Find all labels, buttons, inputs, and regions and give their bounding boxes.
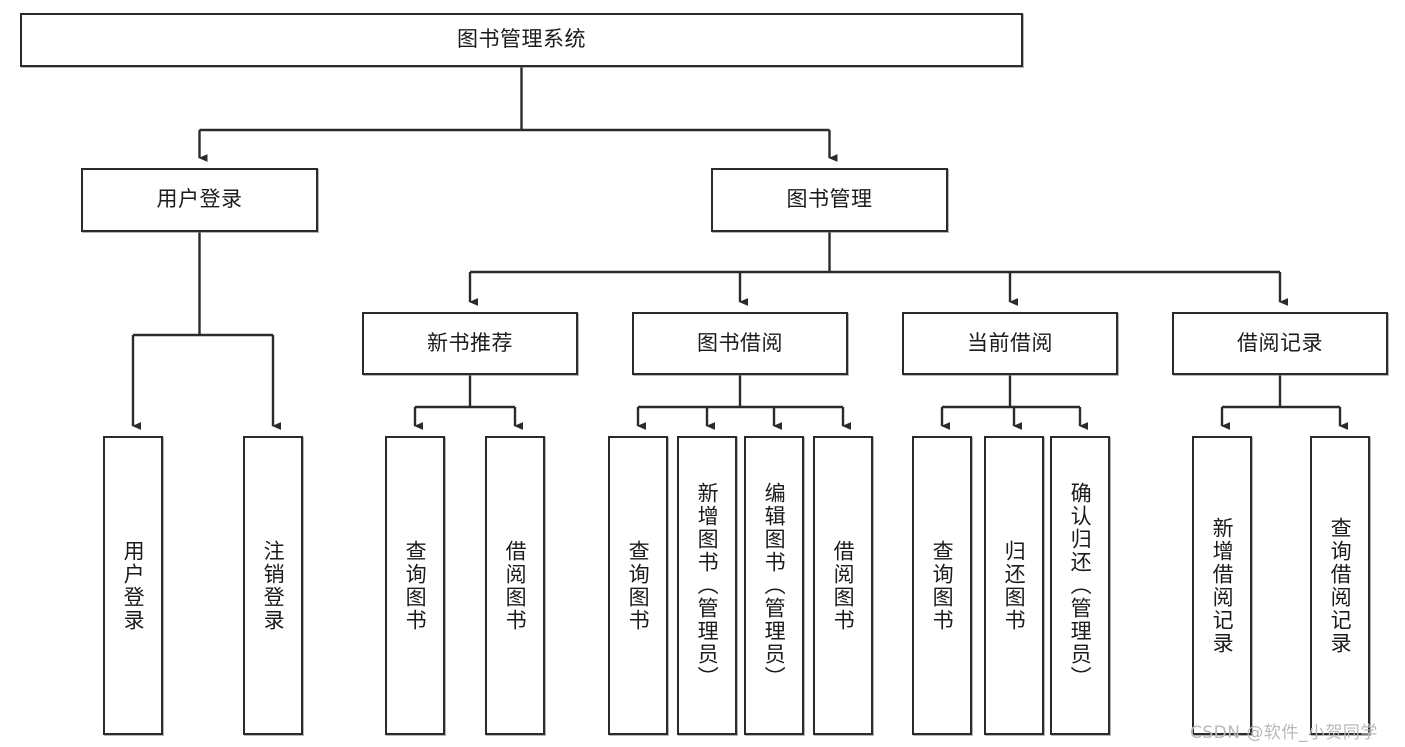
node-new-book-rec[interactable]: 新书推荐 [362,312,578,375]
node-leaf-bb-query[interactable]: 查询图书 [608,436,668,735]
node-label: 编辑图书（管理员） [762,482,787,689]
node-label: 借阅图书 [503,539,528,632]
node-label: 查询图书 [403,539,428,632]
node-label: 归还图书 [1002,539,1027,632]
node-label: 新增借阅记录 [1210,516,1235,655]
node-label: 确认归还（管理员） [1068,482,1093,689]
node-leaf-bb-add[interactable]: 新增图书（管理员） [677,436,737,735]
node-leaf-bb-borrow[interactable]: 借阅图书 [813,436,873,735]
node-borrow-record[interactable]: 借阅记录 [1172,312,1388,375]
node-leaf-br-query[interactable]: 查询借阅记录 [1310,436,1370,735]
node-label: 查询借阅记录 [1328,516,1353,655]
node-book-borrow[interactable]: 图书借阅 [632,312,848,375]
node-current-borrow[interactable]: 当前借阅 [902,312,1118,375]
node-leaf-cb-return[interactable]: 归还图书 [984,436,1044,735]
node-label: 图书管理 [786,187,873,212]
node-label: 新增图书（管理员） [695,482,720,689]
node-label: 借阅记录 [1237,330,1323,355]
node-label: 借阅图书 [831,539,856,632]
node-label: 注销登录 [261,539,286,632]
node-label: 查询图书 [626,539,651,632]
node-label: 当前借阅 [967,330,1053,355]
node-label: 查询图书 [930,539,955,632]
node-label: 新书推荐 [427,330,513,355]
node-leaf-user-login[interactable]: 用户登录 [103,436,163,735]
node-leaf-rec-borrow[interactable]: 借阅图书 [485,436,545,735]
node-book-manage[interactable]: 图书管理 [711,168,948,232]
node-label: 用户登录 [156,187,243,212]
node-leaf-rec-query[interactable]: 查询图书 [385,436,445,735]
node-leaf-cb-query[interactable]: 查询图书 [912,436,972,735]
node-root[interactable]: 图书管理系统 [20,13,1023,67]
node-label: 用户登录 [121,539,146,632]
node-leaf-cb-confirm[interactable]: 确认归还（管理员） [1050,436,1110,735]
node-label: 图书管理系统 [457,27,586,52]
node-label: 图书借阅 [697,330,783,355]
node-leaf-bb-edit[interactable]: 编辑图书（管理员） [744,436,804,735]
node-user-login[interactable]: 用户登录 [81,168,318,232]
node-leaf-logout[interactable]: 注销登录 [243,436,303,735]
csdn-watermark: CSDN @软件_小贺同学 [1190,723,1378,743]
node-leaf-br-add[interactable]: 新增借阅记录 [1192,436,1252,735]
